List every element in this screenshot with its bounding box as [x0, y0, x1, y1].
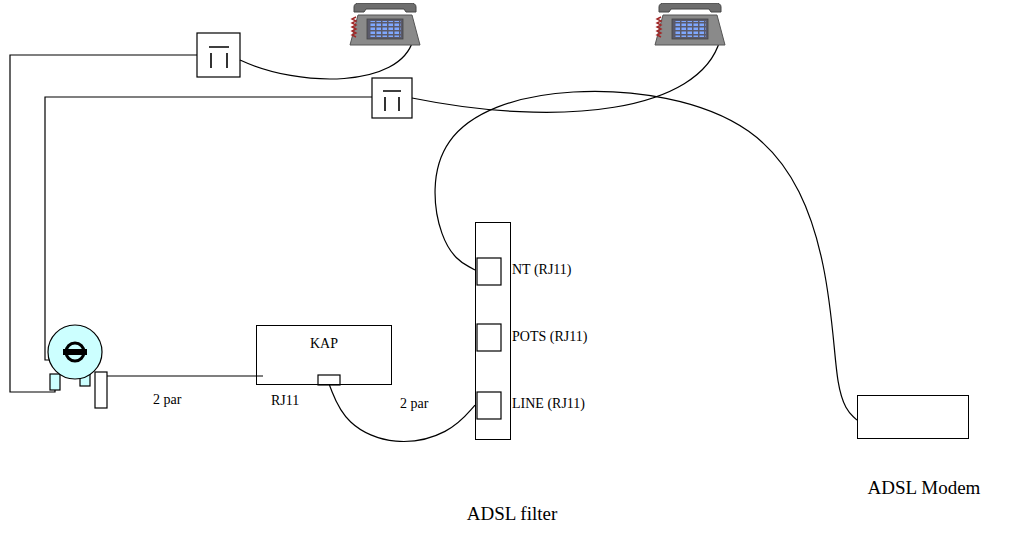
modem-box: ADSL Modem	[857, 395, 969, 439]
rj11-jack	[477, 392, 501, 419]
device-name: ADSL filter	[467, 503, 558, 525]
telephone	[350, 3, 420, 45]
wire	[10, 55, 197, 392]
box-title: KAP	[257, 336, 391, 352]
junction-box: KAP	[256, 325, 392, 385]
wall-socket	[372, 78, 412, 118]
port-name: POTS (RJ11)	[512, 329, 587, 345]
filter-box: ADSL filter	[475, 222, 511, 440]
telephone	[655, 3, 725, 45]
rj11-jack	[477, 258, 501, 285]
rj11-jack	[318, 375, 340, 385]
device-name: ADSL Modem	[868, 477, 981, 499]
pair-count: 2 par	[153, 392, 181, 408]
wire	[107, 375, 263, 376]
phone-cord	[412, 40, 720, 112]
junction	[48, 325, 107, 408]
wire	[45, 97, 372, 360]
cable	[435, 91, 857, 420]
phone-cord	[240, 40, 413, 79]
port-name: RJ11	[271, 393, 299, 409]
rj11-jack	[477, 324, 501, 351]
cable	[329, 385, 475, 441]
port-name: NT (RJ11)	[512, 262, 572, 278]
port-name: LINE (RJ11)	[512, 396, 585, 412]
pair-count: 2 par	[398, 396, 430, 412]
wall-socket	[197, 33, 240, 77]
